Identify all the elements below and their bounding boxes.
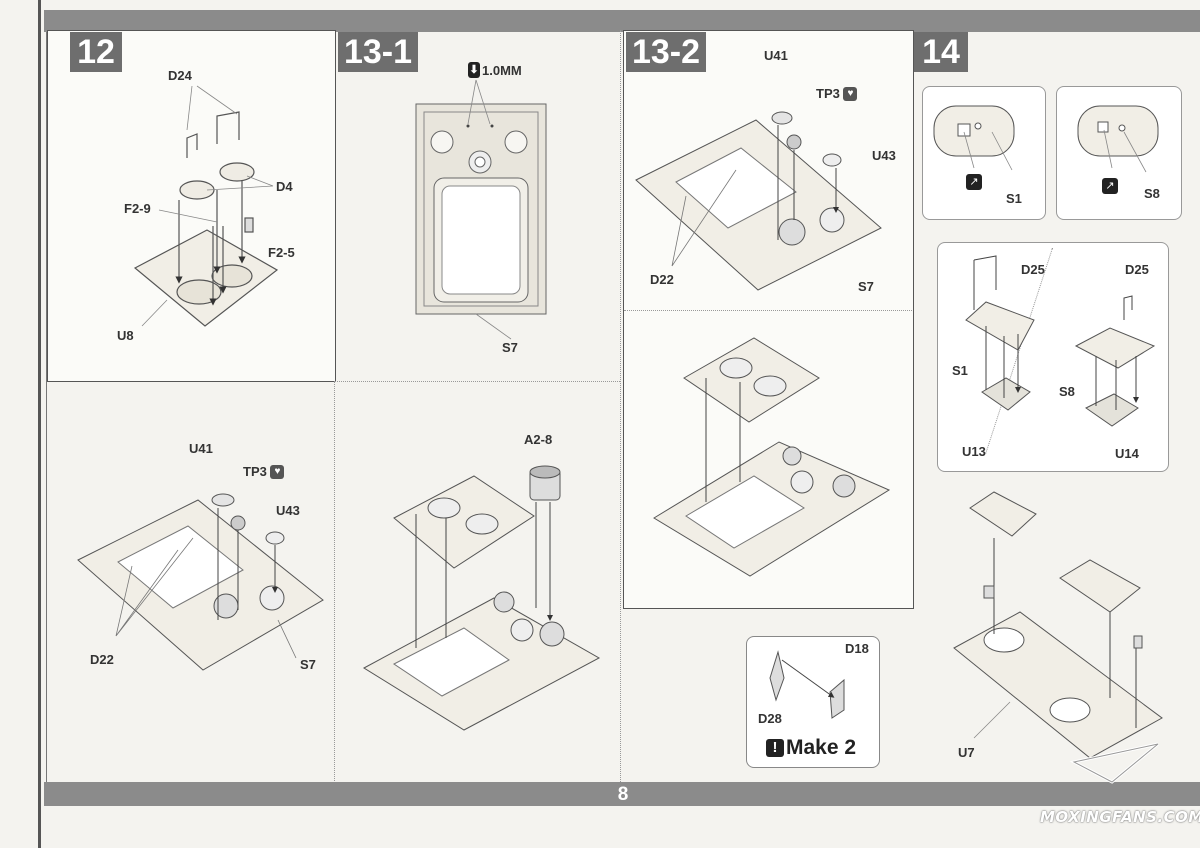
s7-plate-front-view [415, 79, 547, 340]
label-d22: D22 [90, 652, 114, 667]
top-bar [44, 10, 1200, 32]
bottom-bar [44, 782, 1200, 806]
label-s7-lower: S7 [300, 657, 316, 672]
label-d25: D25 [1021, 262, 1045, 277]
binding-line [46, 32, 47, 782]
label-s1: S1 [952, 363, 968, 378]
step-13-2-lower-diagram [653, 337, 891, 577]
label-u41: U41 [189, 441, 213, 456]
s8-plate-diagram [1077, 105, 1159, 173]
label-a2-8: A2-8 [524, 432, 553, 447]
binding-edge [38, 0, 41, 848]
label-d22: D22 [650, 272, 674, 287]
label-s8: S8 [1144, 186, 1160, 201]
step-number: 12 [70, 32, 122, 72]
warning-icon: ! [766, 739, 784, 757]
label-d25: D25 [1125, 262, 1149, 277]
divider [334, 381, 335, 781]
label-u43: U43 [872, 148, 896, 163]
step-number: 13-2 [626, 32, 706, 72]
divider [620, 30, 621, 782]
label-d18: D18 [845, 641, 869, 656]
step-13-2-upper-diagram [635, 111, 882, 291]
label-u13: U13 [962, 444, 986, 459]
bend-icon: ↗ [966, 174, 982, 190]
label-d4: D4 [276, 179, 293, 194]
label-s7: S7 [858, 279, 874, 294]
label-u43: U43 [276, 503, 300, 518]
d18-d28-diagram [769, 650, 845, 719]
label-tp3: TP3 ♥ [816, 86, 859, 101]
label-f2-9: F2-9 [124, 201, 151, 216]
step-12-diagram [133, 85, 279, 327]
label-d28: D28 [758, 711, 782, 726]
watermark-logo [1069, 742, 1159, 784]
s7-plate-iso-view [77, 493, 324, 671]
divider [334, 381, 620, 382]
photo-etch-icon: ♥ [270, 465, 285, 479]
label-u14: U14 [1115, 446, 1139, 461]
drill-size: 1.0MM [482, 63, 522, 78]
label-u41: U41 [764, 48, 788, 63]
drill-callout: ⬇1.0MM [468, 62, 522, 78]
label-u8: U8 [117, 328, 134, 343]
label-s7: S7 [502, 340, 518, 355]
watermark-text: MOXINGFANS.COM [1040, 808, 1200, 826]
label-d24: D24 [168, 68, 192, 83]
bend-icon: ↗ [1102, 178, 1118, 194]
s1-plate-diagram [933, 105, 1015, 171]
step-number: 14 [914, 32, 968, 72]
s7-assembly-iso-view [363, 465, 601, 731]
label-f2-5: F2-5 [268, 245, 295, 260]
divider [624, 310, 912, 311]
photo-etch-icon: ♥ [843, 87, 858, 101]
drill-icon: ⬇ [468, 62, 480, 78]
label-s1: S1 [1006, 191, 1022, 206]
label-s8: S8 [1059, 384, 1075, 399]
u7-assembly-diagram [953, 491, 1163, 759]
label-u7: U7 [958, 745, 975, 760]
label-tp3: TP3 ♥ [243, 464, 286, 479]
make-2-text: !Make 2 [766, 736, 856, 760]
page-number: 8 [617, 784, 629, 805]
subassembly-diagram [965, 255, 1156, 427]
step-number: 13-1 [338, 32, 418, 72]
